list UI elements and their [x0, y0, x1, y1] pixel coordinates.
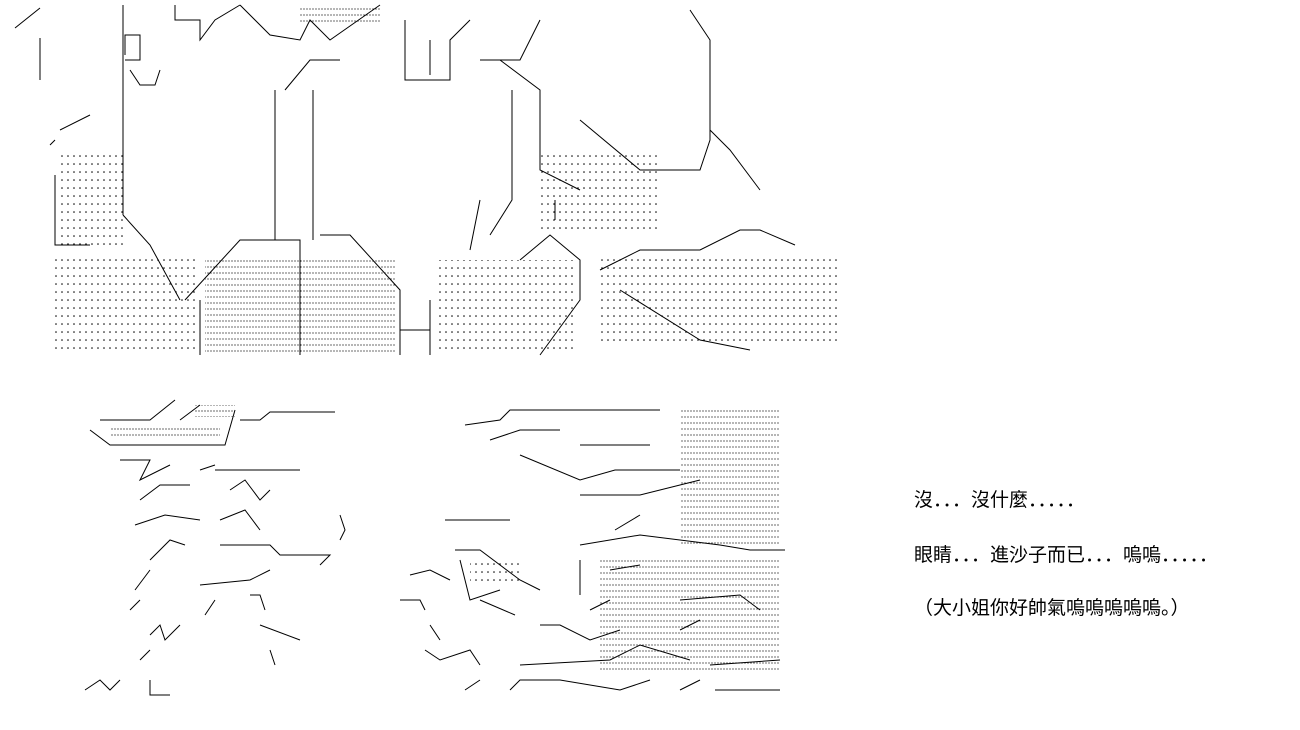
dialog-line-3: （大小姐你好帥氣嗚嗚嗚嗚嗚。） — [914, 597, 1190, 619]
bottom-middle-figure-art — [400, 409, 785, 691]
dialog-line-2: 眼睛．．．進沙子而已．．．嗚嗚．．．．． — [914, 544, 1219, 566]
dialog-line-1: 沒．．．沒什麼．．．．． — [914, 489, 1086, 511]
top-figure-art — [14, 4, 840, 356]
bottom-left-figure-art — [84, 399, 346, 696]
